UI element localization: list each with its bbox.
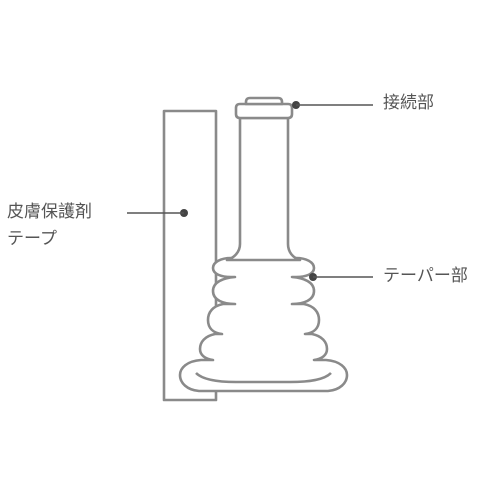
connection-part-label: 接続部	[383, 93, 434, 113]
skin-protectant-label-line1: 皮膚保護剤	[7, 202, 92, 222]
skin-protectant-tape-panel	[162, 109, 218, 402]
taper-section	[178, 256, 349, 393]
connector-cap	[244, 96, 284, 106]
connector-collar	[234, 102, 294, 120]
connector-tube	[225, 116, 302, 262]
skin-protectant-label-line2: テープ	[7, 229, 57, 249]
taper-part-label: テーパー部	[383, 266, 468, 286]
flange-inner-rim	[195, 372, 332, 384]
